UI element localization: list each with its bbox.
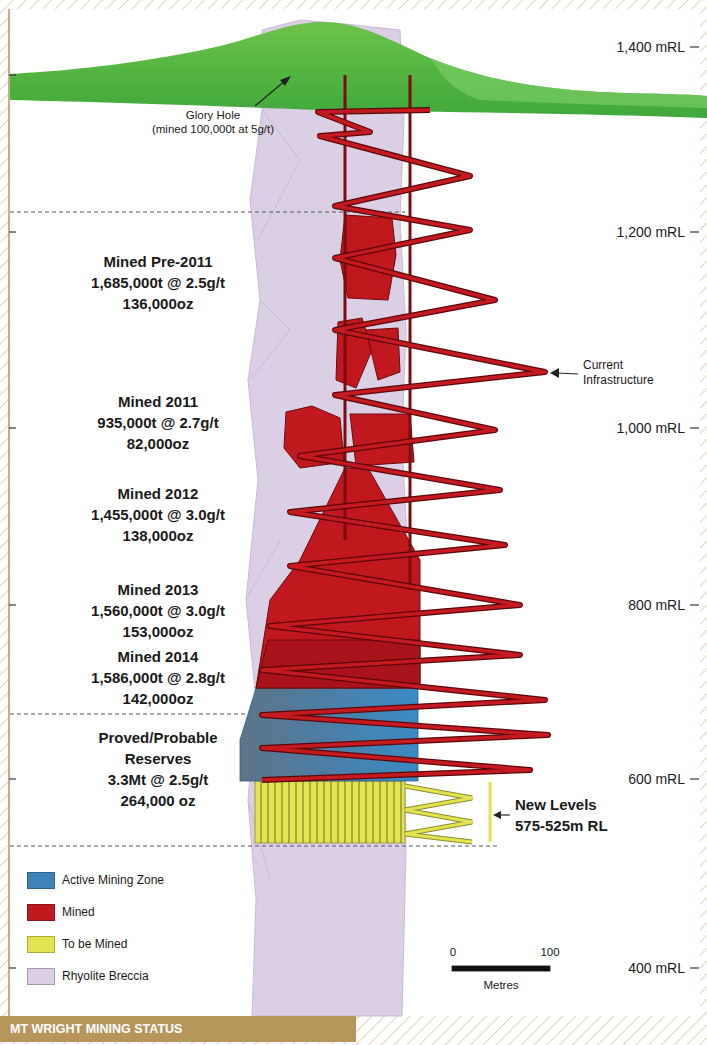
- zone-divider: [10, 714, 256, 715]
- annotation-label: (mined 100,000t at 5g/t): [152, 123, 274, 136]
- glory-hole-leader: [255, 80, 286, 106]
- page-ground: [9, 9, 700, 1016]
- decline-ramp: [262, 110, 548, 780]
- annotation-label: Current: [583, 359, 623, 373]
- annotation-label: 264,000 oz: [120, 792, 195, 809]
- annotation-label: 935,000t @ 2.7g/t: [97, 414, 218, 431]
- annotation-label: 3.3Mt @ 2.5g/t: [108, 771, 208, 788]
- annotation-label: 82,000oz: [127, 435, 190, 452]
- infrastructure-leader: [556, 373, 578, 374]
- annotation-label: 1,586,000t @ 2.8g/t: [91, 669, 225, 686]
- annotation-label: 1,685,000t @ 2.5g/t: [91, 274, 225, 291]
- annotation-label: 153,000oz: [123, 623, 194, 640]
- legend-text: To be Mined: [62, 937, 127, 951]
- hill-terrain: [10, 22, 707, 118]
- to-be-mined-zone: [255, 781, 405, 843]
- annotation-label: Mined 2013: [118, 581, 199, 598]
- annotation-label: 136,000oz: [123, 295, 194, 312]
- annotation-label: 142,000oz: [123, 690, 194, 707]
- annotation-label: 1,455,000t @ 3.0g/t: [91, 506, 225, 523]
- active-mining-zone: [240, 688, 418, 781]
- annotation-label: 100: [540, 946, 559, 959]
- caption: MT WRIGHT MINING STATUS: [0, 1016, 356, 1042]
- new-levels-decline: [405, 786, 472, 842]
- legend-text: Active Mining Zone: [62, 873, 164, 887]
- legend-swatch: [27, 968, 55, 985]
- legend-swatch: [27, 872, 55, 889]
- frame-line: [8, 9, 10, 1016]
- annotation-label: Glory Hole: [186, 109, 240, 122]
- annotation-label: New Levels: [515, 796, 597, 813]
- glory-hole-arrowhead: [280, 76, 291, 86]
- legend-text: Mined: [62, 905, 95, 919]
- annotation-label: 575-525m RL: [515, 817, 608, 834]
- annotation-label: Metres: [483, 979, 518, 992]
- new-levels-raise: [489, 782, 492, 842]
- annotation-label: 138,000oz: [123, 527, 194, 544]
- annotation-label: Mined 2012: [118, 485, 199, 502]
- annotation-label: Mined 2011: [118, 393, 198, 410]
- shaft: [409, 75, 412, 590]
- annotation-label: Proved/Probable: [98, 729, 217, 746]
- scale-bar: [452, 966, 550, 971]
- elevation-label: 1,400 mRL: [617, 39, 685, 55]
- annotation-label: Reserves: [125, 750, 192, 767]
- infrastructure-arrowhead: [550, 368, 559, 378]
- legend-text: Rhyolite Breccia: [62, 969, 149, 983]
- hill-shade: [430, 58, 707, 108]
- legend-swatch: [27, 904, 55, 921]
- new-levels-decline: [405, 786, 472, 842]
- annotation-label: Infrastructure: [583, 374, 654, 388]
- legend-swatch: [27, 936, 55, 953]
- annotation-label: 0: [450, 946, 456, 959]
- rl-ticks: [9, 47, 699, 968]
- annotation-label: Mined 2014: [118, 648, 199, 665]
- caption-band: MT WRIGHT MINING STATUS: [0, 1016, 356, 1042]
- elevation-label: 800 mRL: [628, 597, 685, 613]
- new-levels-arrowhead: [493, 811, 501, 819]
- elevation-label: 400 mRL: [628, 960, 685, 976]
- elevation-label: 1,200 mRL: [617, 224, 685, 240]
- elevation-label: 600 mRL: [628, 771, 685, 787]
- annotation-label: Mined Pre-2011: [103, 253, 212, 270]
- elevation-label: 1,000 mRL: [617, 420, 685, 436]
- annotation-label: 1,560,000t @ 3.0g/t: [91, 602, 225, 619]
- scale-bar: [452, 966, 550, 971]
- zone-divider: [10, 846, 500, 847]
